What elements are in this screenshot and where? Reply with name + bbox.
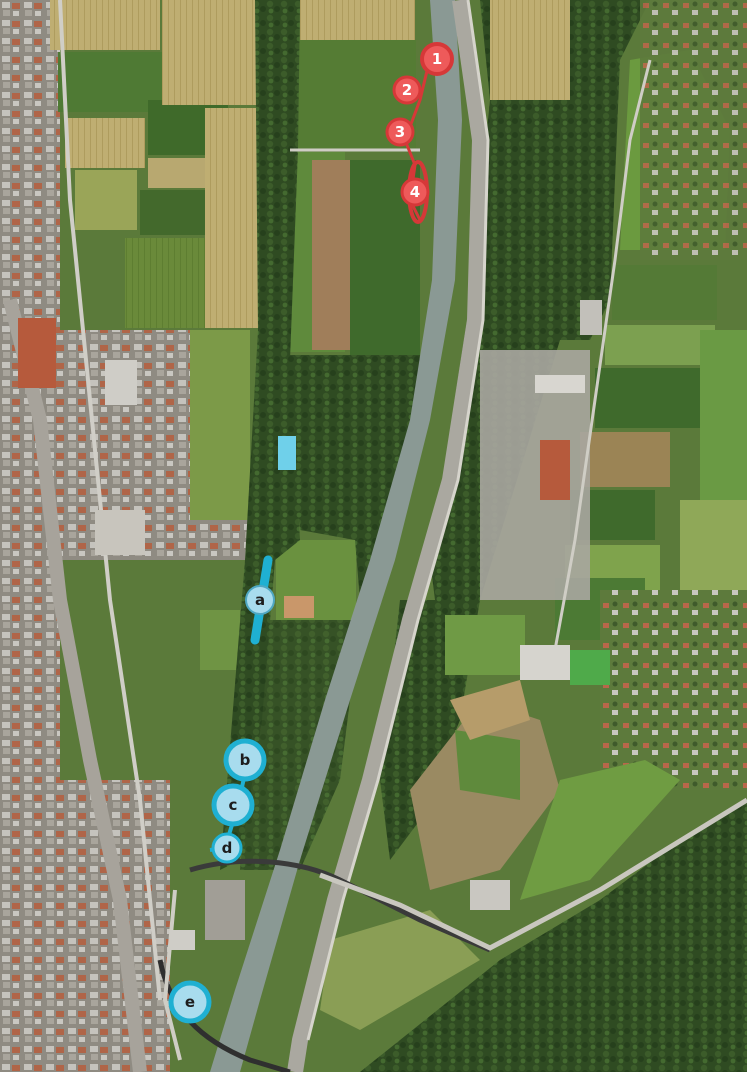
field xyxy=(595,368,705,428)
village xyxy=(640,0,747,260)
field xyxy=(700,330,747,500)
urban-area-southwest xyxy=(0,780,170,1072)
field xyxy=(312,160,350,350)
svg-text:a: a xyxy=(255,591,265,609)
building xyxy=(535,375,585,393)
building xyxy=(105,360,137,405)
field xyxy=(605,325,715,365)
swimming-pool xyxy=(278,436,296,470)
svg-text:4: 4 xyxy=(410,183,420,201)
field xyxy=(410,700,560,890)
building xyxy=(470,880,510,910)
field xyxy=(450,680,530,740)
railway xyxy=(3,298,147,1072)
field xyxy=(520,760,680,900)
building xyxy=(580,300,602,335)
road xyxy=(58,0,162,1001)
field xyxy=(680,500,747,600)
village xyxy=(600,590,747,790)
building xyxy=(520,645,570,680)
svg-text:b: b xyxy=(240,751,251,769)
field xyxy=(65,118,145,168)
svg-text:c: c xyxy=(229,796,238,814)
forest xyxy=(360,800,747,1072)
marker-red-2[interactable]: 2 xyxy=(392,75,422,105)
marker-blue-d[interactable]: d xyxy=(211,832,243,864)
field xyxy=(200,610,240,670)
building xyxy=(18,318,56,388)
building xyxy=(95,510,145,555)
road xyxy=(319,797,747,951)
field xyxy=(455,730,520,800)
field xyxy=(125,238,205,328)
field xyxy=(50,0,160,50)
road xyxy=(553,59,652,651)
sports-field xyxy=(284,596,314,618)
svg-text:d: d xyxy=(222,839,233,857)
sports-field xyxy=(570,650,610,685)
field xyxy=(490,0,570,100)
svg-text:2: 2 xyxy=(402,81,412,99)
field xyxy=(300,0,415,40)
field xyxy=(75,170,137,230)
marker-blue-a[interactable]: a xyxy=(245,585,275,615)
field xyxy=(58,52,162,112)
marker-blue-c[interactable]: c xyxy=(211,783,255,827)
svg-text:1: 1 xyxy=(432,50,442,68)
highway xyxy=(287,0,489,1072)
marker-red-4[interactable]: 4 xyxy=(400,177,430,207)
forest xyxy=(240,620,360,870)
road xyxy=(157,959,291,1072)
building xyxy=(205,880,245,940)
svg-text:3: 3 xyxy=(395,123,405,141)
marker-red-1[interactable]: 1 xyxy=(420,42,454,76)
building xyxy=(540,440,570,500)
field xyxy=(612,265,717,320)
marker-blue-b[interactable]: b xyxy=(223,738,267,782)
forest xyxy=(220,0,300,870)
field xyxy=(190,330,250,520)
marker-red-3[interactable]: 3 xyxy=(385,117,415,147)
highway xyxy=(306,0,490,1041)
building xyxy=(170,930,195,950)
svg-text:e: e xyxy=(185,993,195,1011)
field xyxy=(445,615,525,675)
field xyxy=(320,910,480,1030)
marker-blue-e[interactable]: e xyxy=(168,980,212,1024)
road xyxy=(162,889,182,1061)
field xyxy=(580,432,670,487)
